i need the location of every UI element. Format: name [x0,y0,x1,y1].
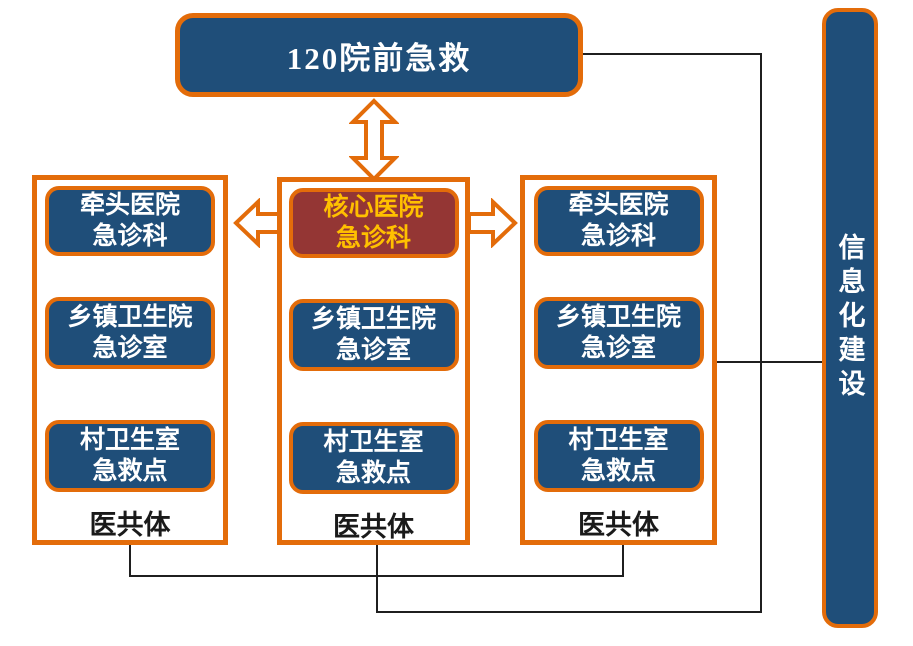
node-township-clinic-er: 乡镇卫生院 急诊室 [288,299,459,371]
up-down-block-arrow-icon [349,98,399,182]
label-medical-community: 医共体 [578,510,659,540]
node-core-hospital-ed: 核心医院 急诊科 [288,188,459,258]
node-village-clinic-point: 村卫生室 急救点 [533,420,704,492]
connector-bottom-low-horizontal [377,611,762,613]
node-text-line2: 急诊室 [92,335,168,362]
node-text-line1: 村卫生室 [323,429,424,456]
bar-informatization-label: 信息化建设 [834,233,865,403]
node-text-line2: 急诊科 [335,225,411,252]
connector-rightcolumn-to-bar [715,361,822,363]
node-lead-hospital-ed: 牵头医院 急诊科 [533,186,704,256]
column-right-medical-community: 牵头医院 急诊科 乡镇卫生院 急诊室 村卫生室 急救点 医共体 [520,175,717,545]
connector-topbox-to-right-vertical [578,53,762,55]
node-text-line1: 村卫生室 [79,427,180,454]
connector-bottom-mid-horizontal [129,575,624,577]
node-lead-hospital-ed: 牵头医院 急诊科 [45,186,215,256]
node-text-line2: 急救点 [580,458,656,485]
bar-informatization-construction: 信息化建设 [822,8,878,628]
node-text-line2: 急诊科 [580,223,656,250]
column-left-medical-community: 牵头医院 急诊科 乡镇卫生院 急诊室 村卫生室 急救点 医共体 [32,175,228,545]
label-medical-community: 医共体 [89,510,171,540]
node-text-line1: 乡镇卫生院 [67,304,193,331]
title-120-prehospital-box: 120院前急救 [175,13,583,97]
node-text-line1: 牵头医院 [568,192,669,219]
column-center-medical-community: 核心医院 急诊科 乡镇卫生院 急诊室 村卫生室 急救点 医共体 [277,177,470,545]
node-text-line1: 牵头医院 [79,192,180,219]
label-medical-community: 医共体 [333,512,414,542]
node-village-clinic-point: 村卫生室 急救点 [288,422,459,494]
right-block-arrow-icon [467,198,518,248]
connector-left-column-drop [129,545,131,577]
node-township-clinic-er: 乡镇卫生院 急诊室 [45,297,215,369]
connector-right-vertical [760,53,762,613]
node-text-line2: 急救点 [92,458,168,485]
node-township-clinic-er: 乡镇卫生院 急诊室 [533,297,704,369]
node-text-line1: 核心医院 [323,194,424,221]
node-text-line1: 乡镇卫生院 [555,304,681,331]
node-village-clinic-point: 村卫生室 急救点 [45,420,215,492]
node-text-line1: 村卫生室 [568,427,669,454]
node-text-line2: 急救点 [335,460,411,487]
left-block-arrow-icon [233,198,283,248]
node-text-line2: 急诊室 [580,335,656,362]
connector-right-column-drop [622,545,624,577]
connector-center-column-drop [376,545,378,613]
title-120-prehospital-label: 120院前急救 [286,40,472,76]
node-text-line2: 急诊科 [92,223,168,250]
node-text-line1: 乡镇卫生院 [310,306,436,333]
node-text-line2: 急诊室 [335,337,411,364]
